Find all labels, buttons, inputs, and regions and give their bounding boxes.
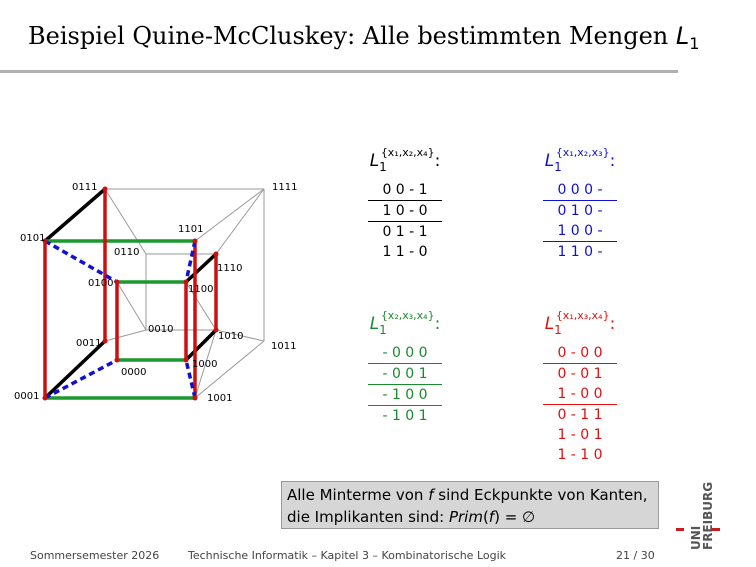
- set-x1x3x4: L1{x₁,x₃,x₄}: 0 - 0 0 0 - 0 1 1 - 0 0 0 …: [530, 309, 630, 465]
- set-header: L1{x₂,x₃,x₄}:: [369, 309, 441, 337]
- set-header: L1{x₁,x₂,x₄}:: [369, 146, 441, 174]
- footer-page-number: 21 / 30: [616, 549, 655, 562]
- vertex-label-0010: 0010: [148, 324, 173, 335]
- title-rule: [0, 70, 678, 73]
- set-row: - 1 0 0: [368, 384, 442, 405]
- vertex-label-1000: 1000: [192, 359, 217, 370]
- vertex-label-0111: 0111: [72, 182, 97, 193]
- page-title: Beispiel Quine-McCluskey: Alle bestimmte…: [28, 22, 700, 53]
- set-row: 1 - 0 0: [557, 386, 603, 402]
- vertex-label-0001: 0001: [14, 391, 39, 402]
- vertex-label-1001: 1001: [207, 393, 232, 404]
- set-row: - 0 0 1: [368, 363, 442, 384]
- set-row: 0 1 0 -: [543, 200, 617, 221]
- set-row: 1 0 0 -: [557, 223, 603, 239]
- set-x2x3x4: L1{x₂,x₃,x₄}: - 0 0 0 - 0 0 1 - 1 0 0 - …: [355, 309, 455, 426]
- set-row: 1 - 1 0: [557, 447, 603, 463]
- footer-course: Technische Informatik – Kapitel 3 – Komb…: [188, 549, 507, 562]
- set-row: 0 - 0 0: [557, 345, 603, 361]
- vertex-label-1101: 1101: [178, 224, 203, 235]
- summary-line-1: Alle Minterme von f sind Eckpunkte von K…: [287, 486, 648, 504]
- vertex-label-0011: 0011: [76, 338, 101, 349]
- vertex-label-1100: 1100: [188, 284, 213, 295]
- set-header: L1{x₁,x₂,x₃}:: [544, 146, 616, 174]
- university-logo: UNI FREIBURG: [676, 482, 720, 550]
- set-row: 1 0 - 0: [368, 200, 442, 221]
- set-header: L1{x₁,x₃,x₄}:: [544, 309, 616, 337]
- vertex-label-0000: 0000: [121, 367, 146, 378]
- svg-text:UNI: UNI: [689, 526, 703, 550]
- vertex-label-0110: 0110: [114, 247, 139, 258]
- set-row: 0 1 - 1: [368, 221, 442, 242]
- set-row: 0 - 1 1: [543, 404, 617, 425]
- set-row: 0 0 0 -: [557, 182, 603, 198]
- set-x1x2x3: L1{x₁,x₂,x₃}: 0 0 0 - 0 1 0 - 1 0 0 - 1 …: [530, 146, 630, 262]
- vertex-label-1010: 1010: [218, 331, 243, 342]
- vertex-label-1111: 1111: [272, 182, 297, 193]
- vertex-label-0100: 0100: [88, 278, 113, 289]
- vertex-label-1110: 1110: [217, 263, 242, 274]
- set-row: 0 - 0 1: [543, 363, 617, 384]
- vertex-label-1011: 1011: [271, 341, 296, 352]
- set-row: 0 0 - 1: [382, 182, 428, 198]
- summary-box: Alle Minterme von f sind Eckpunkte von K…: [281, 481, 659, 529]
- set-row: 1 - 0 1: [557, 427, 603, 443]
- svg-text:FREIBURG: FREIBURG: [701, 482, 715, 550]
- set-row: - 0 0 0: [382, 345, 428, 361]
- set-x1x2x4: L1{x₁,x₂,x₄}: 0 0 - 1 1 0 - 0 0 1 - 1 1 …: [355, 146, 455, 262]
- set-row: 1 1 0 -: [543, 241, 617, 262]
- summary-line-2: die Implikanten sind: Prim(f) = ∅: [287, 508, 536, 526]
- vertex-label-0101: 0101: [20, 233, 45, 244]
- set-row: 1 1 - 0: [382, 244, 428, 260]
- set-row: - 1 0 1: [368, 405, 442, 426]
- hypercube-diagram: 0111 1111 0101 1101 0110 1110 0100 1100 …: [14, 182, 297, 404]
- footer-semester: Sommersemester 2026: [30, 549, 160, 562]
